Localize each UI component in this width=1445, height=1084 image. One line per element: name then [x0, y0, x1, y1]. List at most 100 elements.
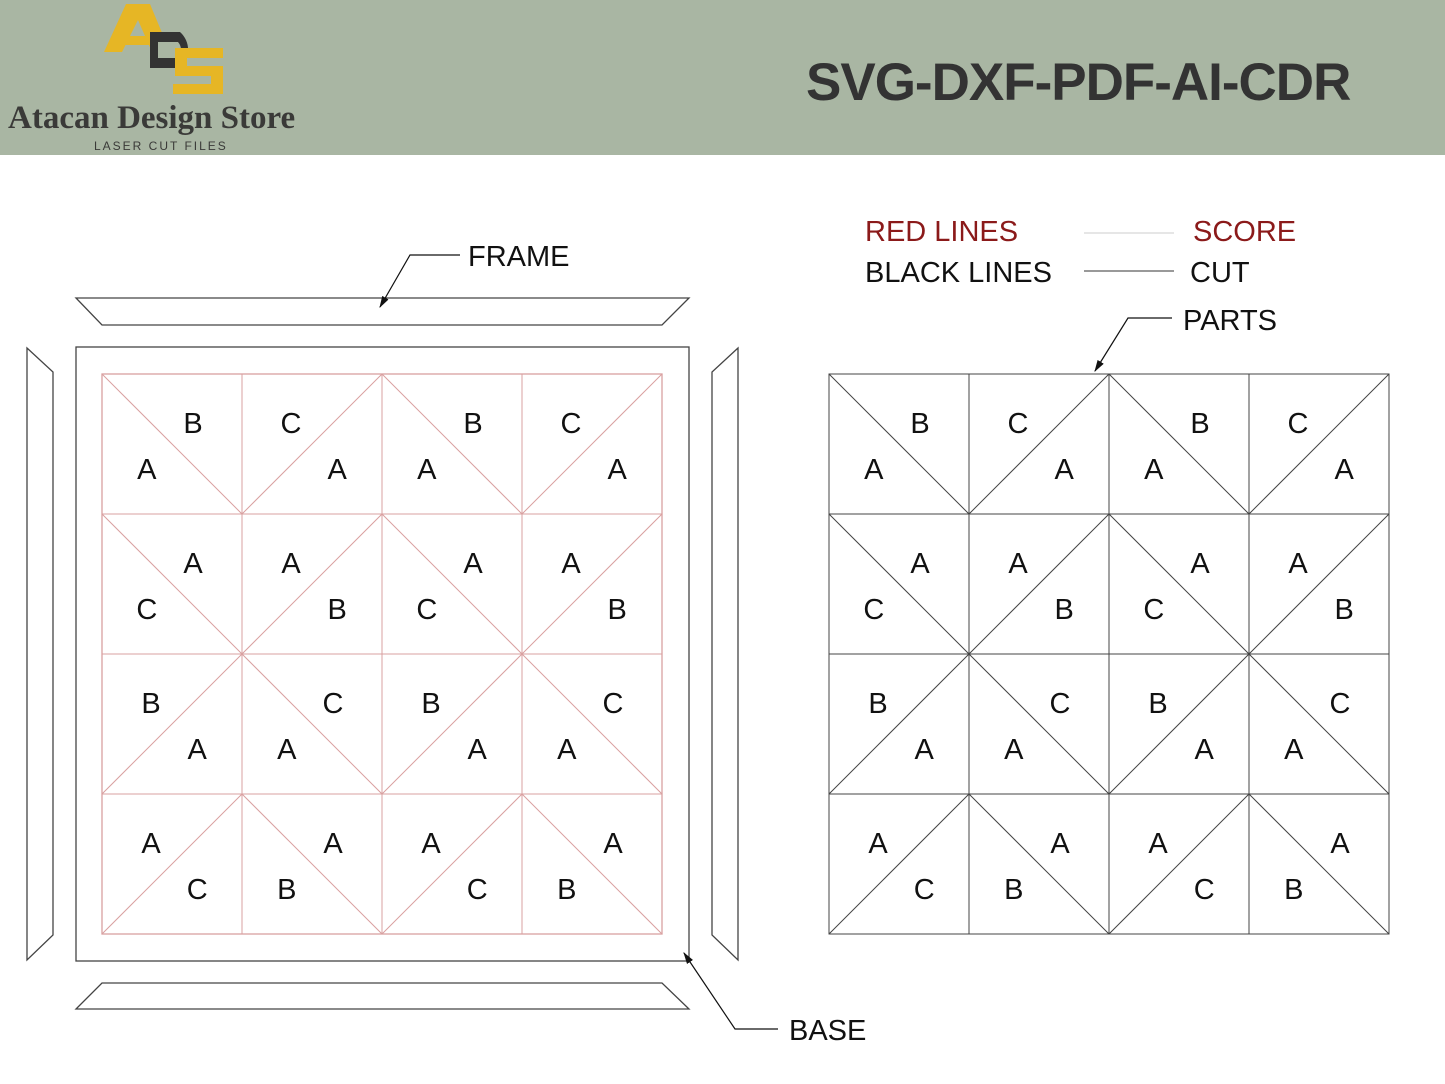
part-piece-label: A [1050, 828, 1070, 860]
base-piece-label: A [557, 734, 577, 766]
base-diagonal [241, 513, 383, 655]
base-diagonal [101, 793, 243, 935]
base-piece-label: C [187, 874, 208, 906]
part-piece-label: B [1055, 594, 1074, 626]
legend-black-lines: BLACK LINES [865, 257, 1052, 289]
base-piece-label: A [468, 734, 488, 766]
base-cell [521, 793, 663, 935]
part-piece-label: A [1190, 548, 1210, 580]
part-piece-label: A [868, 828, 888, 860]
base-piece-label: C [281, 408, 302, 440]
base-piece-label: C [467, 874, 488, 906]
base-diagonal [521, 653, 663, 795]
part-diagonal [968, 793, 1110, 935]
base-piece-label: B [557, 874, 576, 906]
base-piece-label: A [463, 548, 483, 580]
part-piece-label: A [1004, 734, 1024, 766]
base-diagonal [381, 373, 523, 515]
base-diagonal [101, 653, 243, 795]
parts-callout-label: PARTS [1183, 305, 1277, 337]
base-piece-label: B [141, 688, 160, 720]
part-piece-label: C [1194, 874, 1215, 906]
part-piece-label: A [1330, 828, 1350, 860]
base-diagonal [241, 793, 383, 935]
base-piece-label: C [323, 688, 344, 720]
part-diagonal [968, 373, 1110, 515]
base-piece-label: A [137, 454, 157, 486]
base-piece-label: A [328, 454, 348, 486]
part-piece-label: B [1148, 688, 1167, 720]
part-diagonal [1248, 653, 1390, 795]
part-piece-label: A [1144, 454, 1164, 486]
base-piece-label: C [416, 594, 437, 626]
part-piece-label: C [1008, 408, 1029, 440]
base-piece-label: B [463, 408, 482, 440]
legend-red-lines: RED LINES [865, 216, 1018, 248]
part-diagonal [828, 513, 970, 655]
logo-name: Atacan Design Store [8, 100, 296, 136]
part-piece-label: C [914, 874, 935, 906]
base-piece-label: B [608, 594, 627, 626]
legend-score: SCORE [1193, 216, 1296, 248]
logo-tagline: LASER CUT FILES [94, 139, 228, 153]
base-diagonal [521, 793, 663, 935]
base-piece-label: A [417, 454, 437, 486]
base-piece-label: A [561, 548, 581, 580]
part-piece-label: A [1008, 548, 1028, 580]
part-cell [1248, 793, 1390, 935]
part-piece-label: A [910, 548, 930, 580]
part-piece-label: A [1288, 548, 1308, 580]
base-diagonal [101, 513, 243, 655]
base-plate [75, 346, 690, 962]
ads-logo-mark [104, 4, 223, 94]
part-piece-label: A [1284, 734, 1304, 766]
part-piece-label: A [864, 454, 884, 486]
frame-bottom-piece [74, 982, 691, 1010]
part-piece-label: B [868, 688, 887, 720]
base-piece-label: A [421, 828, 441, 860]
base-piece-label: B [421, 688, 440, 720]
part-diagonal [828, 373, 970, 515]
frame-callout-arrow [379, 254, 460, 309]
part-piece-label: B [910, 408, 929, 440]
base-piece-label: A [281, 548, 301, 580]
base-piece-label: C [136, 594, 157, 626]
part-diagonal [1248, 793, 1390, 935]
base-diagonal [101, 373, 243, 515]
base-piece-label: B [277, 874, 296, 906]
part-piece-label: C [1050, 688, 1071, 720]
part-diagonal [1108, 793, 1250, 935]
base-diagonal [521, 373, 663, 515]
part-piece-label: A [1055, 454, 1075, 486]
part-diagonal [828, 653, 970, 795]
header-banner: Atacan Design Store LASER CUT FILES SVG-… [0, 0, 1445, 155]
part-diagonal [1248, 373, 1390, 515]
part-piece-label: A [1195, 734, 1215, 766]
base-piece-label: A [603, 828, 623, 860]
part-piece-label: A [1335, 454, 1355, 486]
parts-callout-arrow [1094, 317, 1172, 373]
part-diagonal [1108, 513, 1250, 655]
base-piece-label: A [277, 734, 297, 766]
frame-left-piece [26, 346, 54, 962]
base-diagonal [381, 653, 523, 795]
base-callout-label: BASE [789, 1015, 866, 1047]
base-piece-label: C [561, 408, 582, 440]
part-piece-label: A [915, 734, 935, 766]
base-piece-label: A [323, 828, 343, 860]
part-piece-label: B [1190, 408, 1209, 440]
base-callout-arrow [683, 952, 778, 1030]
part-diagonal [968, 653, 1110, 795]
base-diagonal [241, 653, 383, 795]
base-piece-label: C [603, 688, 624, 720]
part-piece-label: C [1143, 594, 1164, 626]
part-diagonal [968, 513, 1110, 655]
base-piece-label: A [188, 734, 208, 766]
part-diagonal [1108, 373, 1250, 515]
base-diagonal [381, 793, 523, 935]
part-diagonal [1108, 653, 1250, 795]
base-piece-label: A [608, 454, 628, 486]
base-diagonal [381, 513, 523, 655]
